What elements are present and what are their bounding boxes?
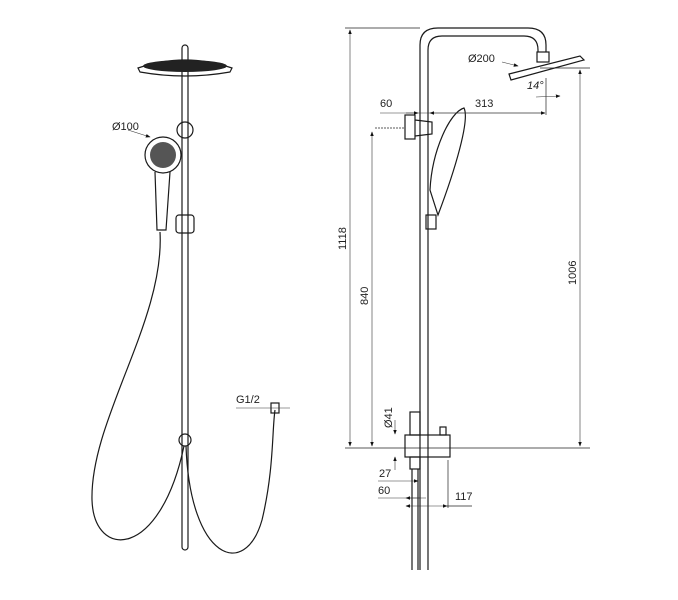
hose-connector: [178, 433, 192, 447]
slider: [175, 214, 195, 234]
slider-side: [425, 214, 437, 230]
head-joint: [536, 51, 550, 63]
connection-thread-label: G1/2: [236, 394, 260, 406]
dim-27-label: 27: [379, 468, 391, 480]
overhead-height-label: 1006: [567, 261, 579, 285]
wall-bracket: [375, 114, 433, 140]
hand-shower-side: [429, 107, 466, 217]
rail: [181, 44, 189, 551]
rail-ring: [176, 121, 194, 139]
wall-offset-label: 60: [380, 98, 392, 110]
mixer: [404, 411, 451, 570]
overhead-shower: [137, 59, 233, 77]
hand-shower-height-label: 840: [359, 287, 371, 305]
hose-loop-right: [185, 409, 276, 554]
tilt-angle-label: 14°: [527, 80, 544, 92]
arm-reach-label: 313: [475, 98, 493, 110]
side-view: 1118 840 1006 60 313 Ø200 14° Ø41 27 60 …: [337, 27, 590, 570]
mixer-diameter-label: Ø41: [383, 407, 395, 428]
front-view: Ø100 G1/2: [91, 44, 290, 554]
hand-shower: [144, 136, 182, 231]
hose-loop-left: [91, 231, 185, 541]
dim-60-bottom-label: 60: [378, 485, 390, 497]
hand-shower-diameter-label: Ø100: [112, 121, 139, 133]
overhead-shower-side: [508, 55, 586, 81]
total-height-label: 1118: [337, 227, 349, 250]
dim-117-label: 117: [455, 491, 473, 503]
overhead-diameter-label: Ø200: [468, 53, 495, 65]
